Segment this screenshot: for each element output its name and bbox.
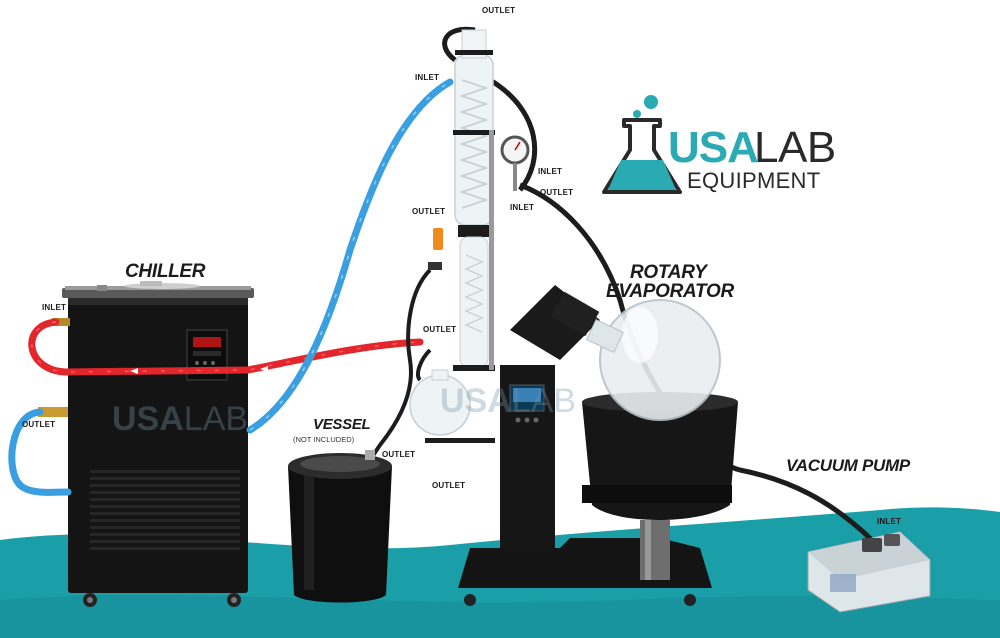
center-watermark: USALAB <box>440 382 577 420</box>
vacuum-pump-title: VACUUM PUMP <box>786 456 910 475</box>
vacuum-pump <box>807 531 931 613</box>
coolant-line-vessel <box>368 268 432 462</box>
blue-condenser-hose <box>246 78 454 434</box>
vessel-drum <box>288 450 392 603</box>
vessel-note: (NOT INCLUDED) <box>293 435 355 444</box>
rotary-evaporator <box>409 29 738 606</box>
outlet-mid-label: OUTLET <box>412 207 446 216</box>
outlet-lower-label: OUTLET <box>423 325 457 334</box>
flask-logo-icon <box>602 95 682 194</box>
outlet-gauge-label: OUTLET <box>540 188 574 197</box>
coolant-line-lower <box>416 348 432 382</box>
red-return-hose <box>28 318 424 376</box>
chiller-inlet-label: INLET <box>42 303 67 312</box>
teal-floor-shade <box>0 595 1000 638</box>
outlet-top-label: OUTLET <box>482 6 516 15</box>
inlet-gauge-label: INLET <box>538 167 563 176</box>
inlet-left-label: INLET <box>415 73 440 82</box>
logo-equipment-text: EQUIPMENT <box>687 168 821 193</box>
vacuum-line-gauge <box>488 77 538 192</box>
outlet-bottom-label: OUTLET <box>432 481 466 490</box>
chiller-outlet-label: OUTLET <box>22 420 56 429</box>
pump-inlet-label: INLET <box>877 517 902 526</box>
rotary-title: ROTARY <box>630 262 707 283</box>
chiller-unit <box>38 281 254 607</box>
logo-usa-text: USA <box>668 123 759 172</box>
logo-lab-text: LAB <box>754 123 836 172</box>
outlet-vessel-label: OUTLET <box>382 450 416 459</box>
inlet-side-label: INLET <box>510 203 535 212</box>
evaporator-title: EVAPORATOR <box>606 281 734 302</box>
chiller-title: CHILLER <box>125 261 206 282</box>
flow-arrows <box>27 366 296 450</box>
vacuum-line-top <box>442 26 476 62</box>
chiller-watermark: USALAB <box>112 400 249 438</box>
vessel-title: VESSEL <box>313 416 371 433</box>
blue-supply-hose <box>8 408 72 496</box>
